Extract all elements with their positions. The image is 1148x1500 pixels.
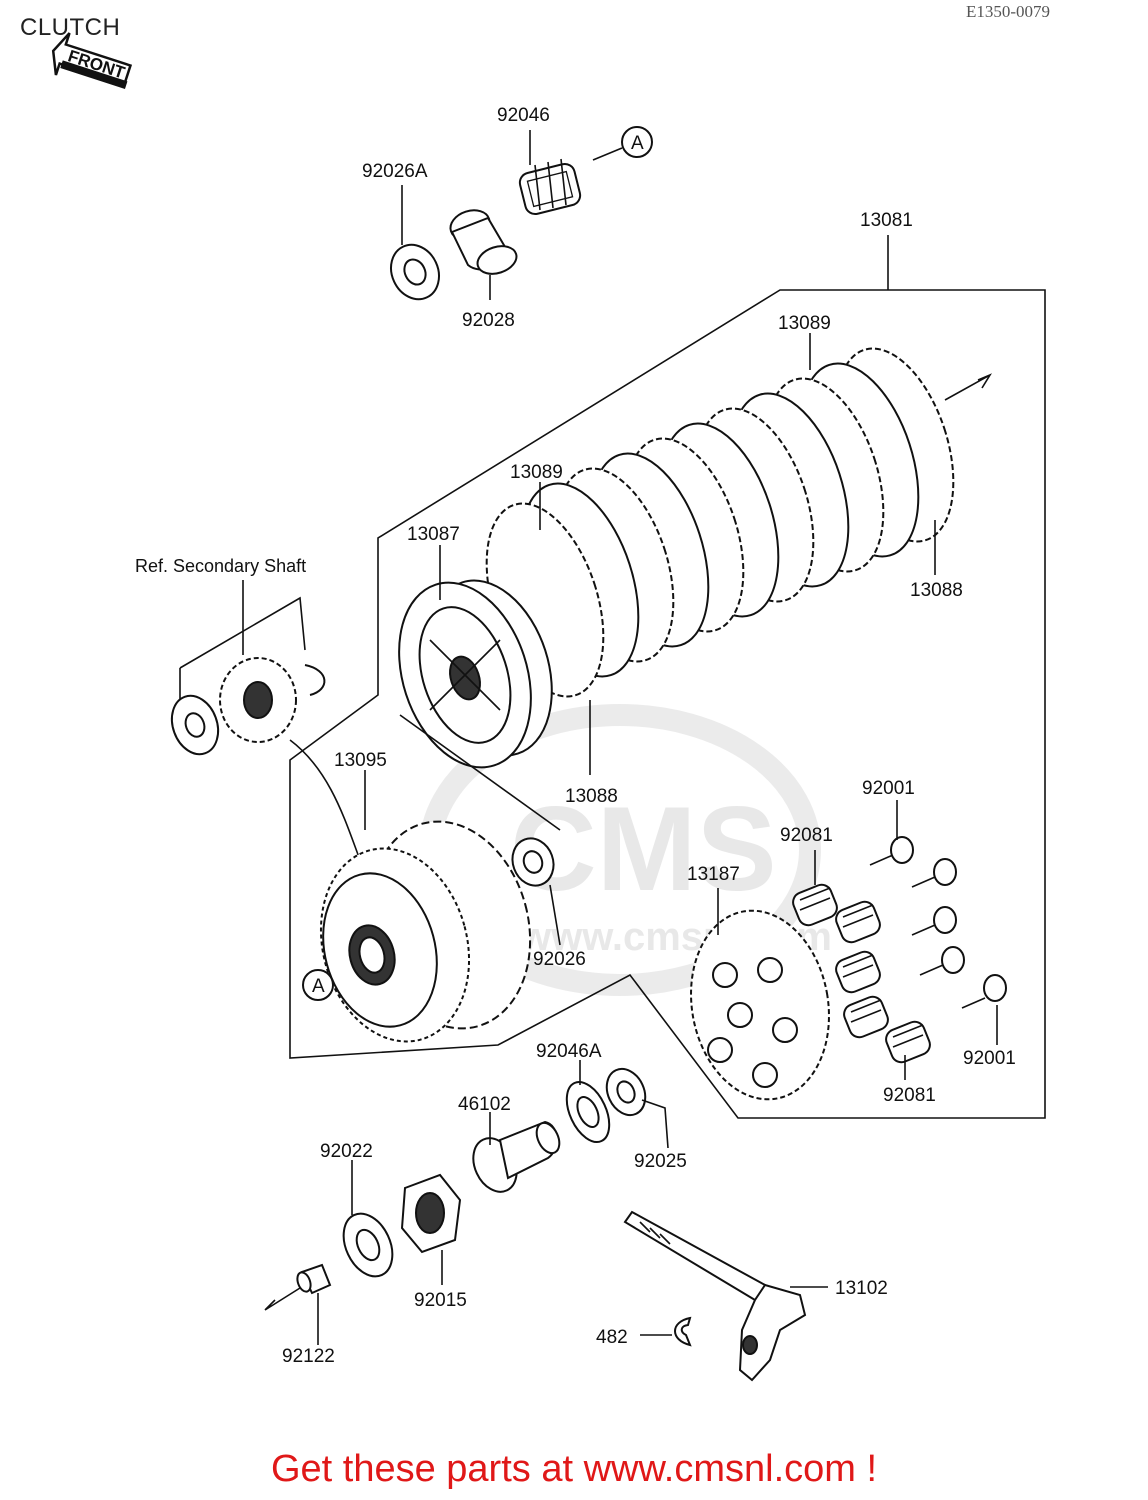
- label-13088-right: 13088: [910, 580, 963, 601]
- leader-92026: [549, 884, 561, 946]
- footer-cta-link[interactable]: Get these parts at www.cmsnl.com !: [270, 1448, 878, 1490]
- part-482-circlip: [674, 1316, 692, 1347]
- label-13081: 13081: [860, 210, 913, 231]
- label-13089-top: 13089: [778, 313, 831, 334]
- label-92081-bottom: 92081: [883, 1085, 936, 1106]
- front-arrow-icon: FRONT: [51, 32, 133, 89]
- part-92028-collar: [449, 209, 518, 275]
- part-92046a-bearing: [565, 1081, 611, 1143]
- label-92046a: 92046A: [536, 1041, 602, 1062]
- label-13095: 13095: [334, 750, 387, 771]
- part-92122-pin: [296, 1263, 332, 1295]
- part-92025-washer: [605, 1067, 647, 1117]
- label-92028: 92028: [462, 310, 515, 331]
- marker-a-bottom-text: A: [312, 976, 325, 997]
- label-92026a: 92026A: [362, 161, 428, 182]
- direction-arrow-bottom-icon: [264, 1287, 301, 1311]
- part-46102-sleeve: [472, 1120, 561, 1193]
- label-13187: 13187: [687, 864, 740, 885]
- bracket-ref-shaft: [179, 596, 306, 669]
- label-92022: 92022: [320, 1141, 373, 1162]
- part-92026-washer: [511, 837, 555, 887]
- page-title: CLUTCH: [20, 14, 121, 41]
- assembly-outline: [289, 289, 1046, 1119]
- label-92046: 92046: [497, 105, 550, 126]
- marker-a-top-text: A: [631, 133, 644, 154]
- part-92026a-washer: [390, 243, 440, 301]
- watermark-text: CMS: [510, 782, 777, 916]
- part-ref-secondary-shaft-gear: [170, 657, 326, 756]
- diagram-code: E1350-0079: [966, 2, 1051, 21]
- part-92015-nut: [400, 1173, 462, 1254]
- part-92081-springs: [792, 883, 931, 1064]
- clutch-plate-stack: [485, 347, 955, 698]
- label-13089-mid: 13089: [510, 462, 563, 483]
- part-92001-bolts: [869, 836, 1007, 1009]
- label-13102: 13102: [835, 1278, 888, 1299]
- leader-a-top: [592, 147, 623, 161]
- ref-shaft-link-line: [289, 739, 361, 861]
- hub-guide-line: [399, 714, 561, 831]
- label-92015: 92015: [414, 1290, 467, 1311]
- marker-a-top: [621, 126, 653, 158]
- part-13187-pressure-plate: [690, 909, 830, 1101]
- label-482: 482: [596, 1327, 628, 1348]
- label-92122: 92122: [282, 1346, 335, 1367]
- part-13087-clutch-hub: [398, 579, 553, 769]
- label-ref-secondary-shaft: Ref. Secondary Shaft: [135, 556, 306, 576]
- label-92081-top: 92081: [780, 825, 833, 846]
- part-13102-release-shaft: [623, 1210, 807, 1382]
- label-92026: 92026: [533, 949, 586, 970]
- marker-a-bottom: [302, 969, 334, 1001]
- label-92025: 92025: [634, 1151, 687, 1172]
- direction-arrow-icon: [944, 373, 992, 401]
- label-13087: 13087: [407, 524, 460, 545]
- label-13088-bottom: 13088: [565, 786, 618, 807]
- part-92022-washer: [342, 1212, 394, 1278]
- part-92046-needle-bearing: [518, 158, 582, 216]
- leader-92025: [641, 1099, 669, 1149]
- label-92001-bottom: 92001: [963, 1048, 1016, 1069]
- label-46102: 46102: [458, 1094, 511, 1115]
- part-13095-clutch-housing: [319, 820, 532, 1043]
- label-92001-top: 92001: [862, 778, 915, 799]
